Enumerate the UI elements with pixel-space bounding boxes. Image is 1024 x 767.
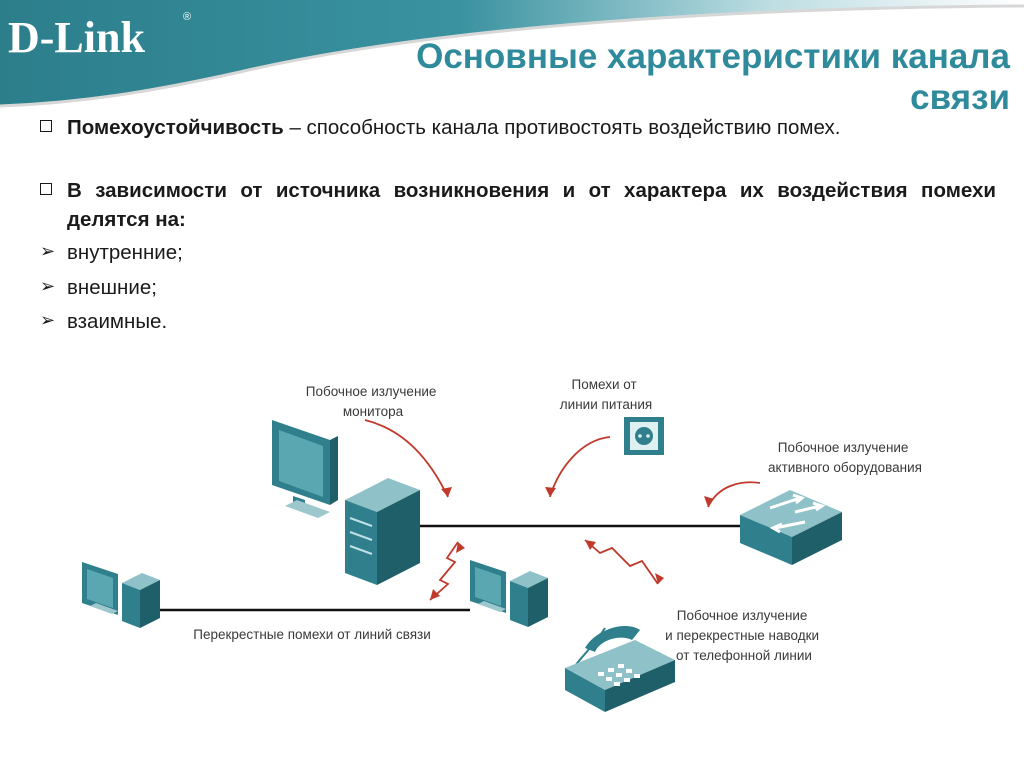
label-active-equipment: Побочное излучение активного оборудовани… bbox=[768, 440, 922, 475]
workstation-left-icon bbox=[82, 562, 160, 628]
page-title: Основные характеристики канала связи bbox=[250, 36, 1010, 118]
label-monitor: Побочное излучение монитора bbox=[306, 384, 440, 419]
arrow-cross bbox=[429, 541, 459, 601]
arrow-bullet-icon: ➢ bbox=[40, 241, 56, 261]
label-power: Помехи от линии питания bbox=[560, 377, 652, 412]
network-switch-icon bbox=[740, 490, 842, 565]
arrowheads bbox=[430, 487, 714, 600]
classification-text: В зависимости от источника возникновения… bbox=[67, 179, 996, 231]
workstation-right-icon bbox=[470, 560, 548, 627]
checkbox-bullet-icon bbox=[40, 183, 52, 195]
telephone-icon bbox=[565, 626, 675, 712]
checkbox-bullet-icon bbox=[40, 120, 52, 132]
bullet-noise-immunity: Помехоустойчивость – способность канала … bbox=[40, 113, 996, 142]
interference-arrows bbox=[364, 419, 761, 601]
label-crosstalk: Перекрестные помехи от линий связи bbox=[193, 627, 431, 642]
term-definition: – способность канала противостоять возде… bbox=[283, 116, 841, 139]
power-socket-icon bbox=[624, 417, 664, 455]
monitor-icon bbox=[272, 420, 338, 518]
header-banner bbox=[0, 0, 1024, 108]
bullet-classification: В зависимости от источника возникновения… bbox=[40, 176, 996, 234]
arrow-power bbox=[549, 436, 611, 498]
dlink-logo: D-Link bbox=[8, 13, 145, 62]
arrow-bullet-icon: ➢ bbox=[40, 276, 56, 296]
title-line-2: связи bbox=[910, 78, 1010, 117]
title-line-1: Основные характеристики канала bbox=[416, 37, 1010, 76]
term-noise-immunity: Помехоустойчивость bbox=[67, 116, 284, 139]
subitem-label: взаимные. bbox=[67, 310, 168, 333]
arrow-phone-up bbox=[584, 539, 659, 585]
arrow-bullet-icon: ➢ bbox=[40, 310, 56, 330]
registered-mark: ® bbox=[183, 11, 192, 23]
label-phone: Побочное излучение и перекрестные наводк… bbox=[665, 608, 823, 663]
subitem-label: внешние; bbox=[67, 276, 157, 299]
arrow-active bbox=[707, 481, 761, 508]
subitem-label: внутренние; bbox=[67, 241, 183, 264]
arrow-monitor bbox=[364, 419, 449, 498]
server-icon bbox=[345, 478, 420, 585]
